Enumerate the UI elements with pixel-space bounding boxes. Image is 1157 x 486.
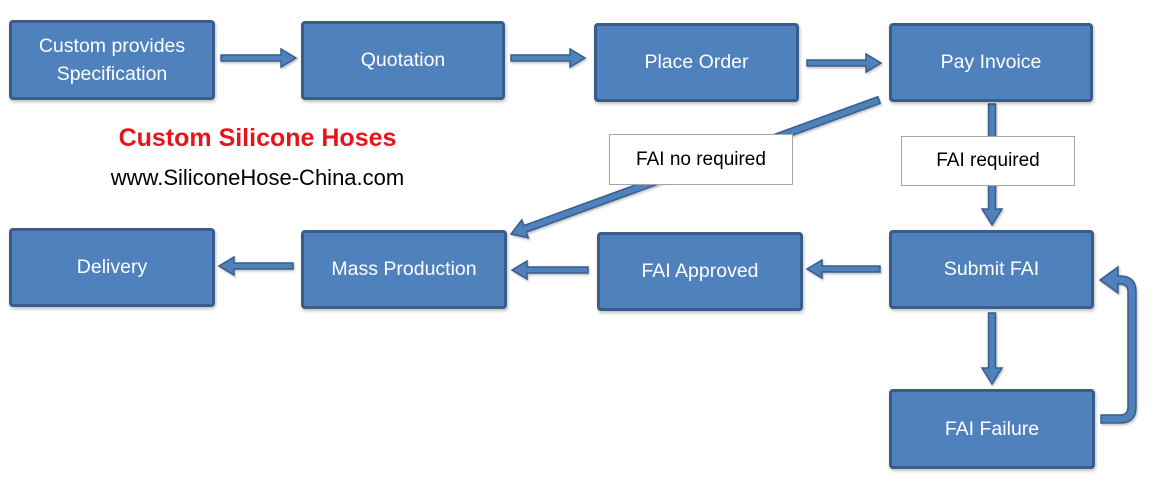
arrow-submit-to-approved: [805, 258, 881, 280]
arrow-submit-to-failure: [980, 312, 1004, 386]
arrow-spec-to-quotation: [220, 47, 298, 69]
specification-box: Custom provides Specification: [9, 20, 215, 100]
mass-production-box: Mass Production: [301, 230, 507, 309]
submit-fai-box: Submit FAI: [889, 230, 1094, 309]
fai-required-label: FAI required: [901, 136, 1075, 186]
quotation-box: Quotation: [301, 21, 505, 100]
place-order-box: Place Order: [594, 23, 799, 102]
arrow-quotation-to-order: [510, 47, 587, 69]
arrow-mass-production-to-delivery: [217, 255, 294, 277]
delivery-box: Delivery: [9, 228, 215, 307]
fai-approved-box: FAI Approved: [597, 232, 803, 311]
arrow-failure-back-to-submit: [1098, 265, 1137, 424]
arrow-approved-to-mass-production: [510, 259, 589, 281]
pay-invoice-box: Pay Invoice: [889, 23, 1093, 102]
website-url: www.SiliconeHose-China.com: [110, 165, 405, 190]
fai-failure-box: FAI Failure: [889, 389, 1095, 469]
diagram-title: Custom Silicone Hoses: [118, 124, 397, 152]
arrow-order-to-invoice: [806, 52, 883, 74]
fai-not-required-label: FAI no required: [609, 134, 793, 185]
